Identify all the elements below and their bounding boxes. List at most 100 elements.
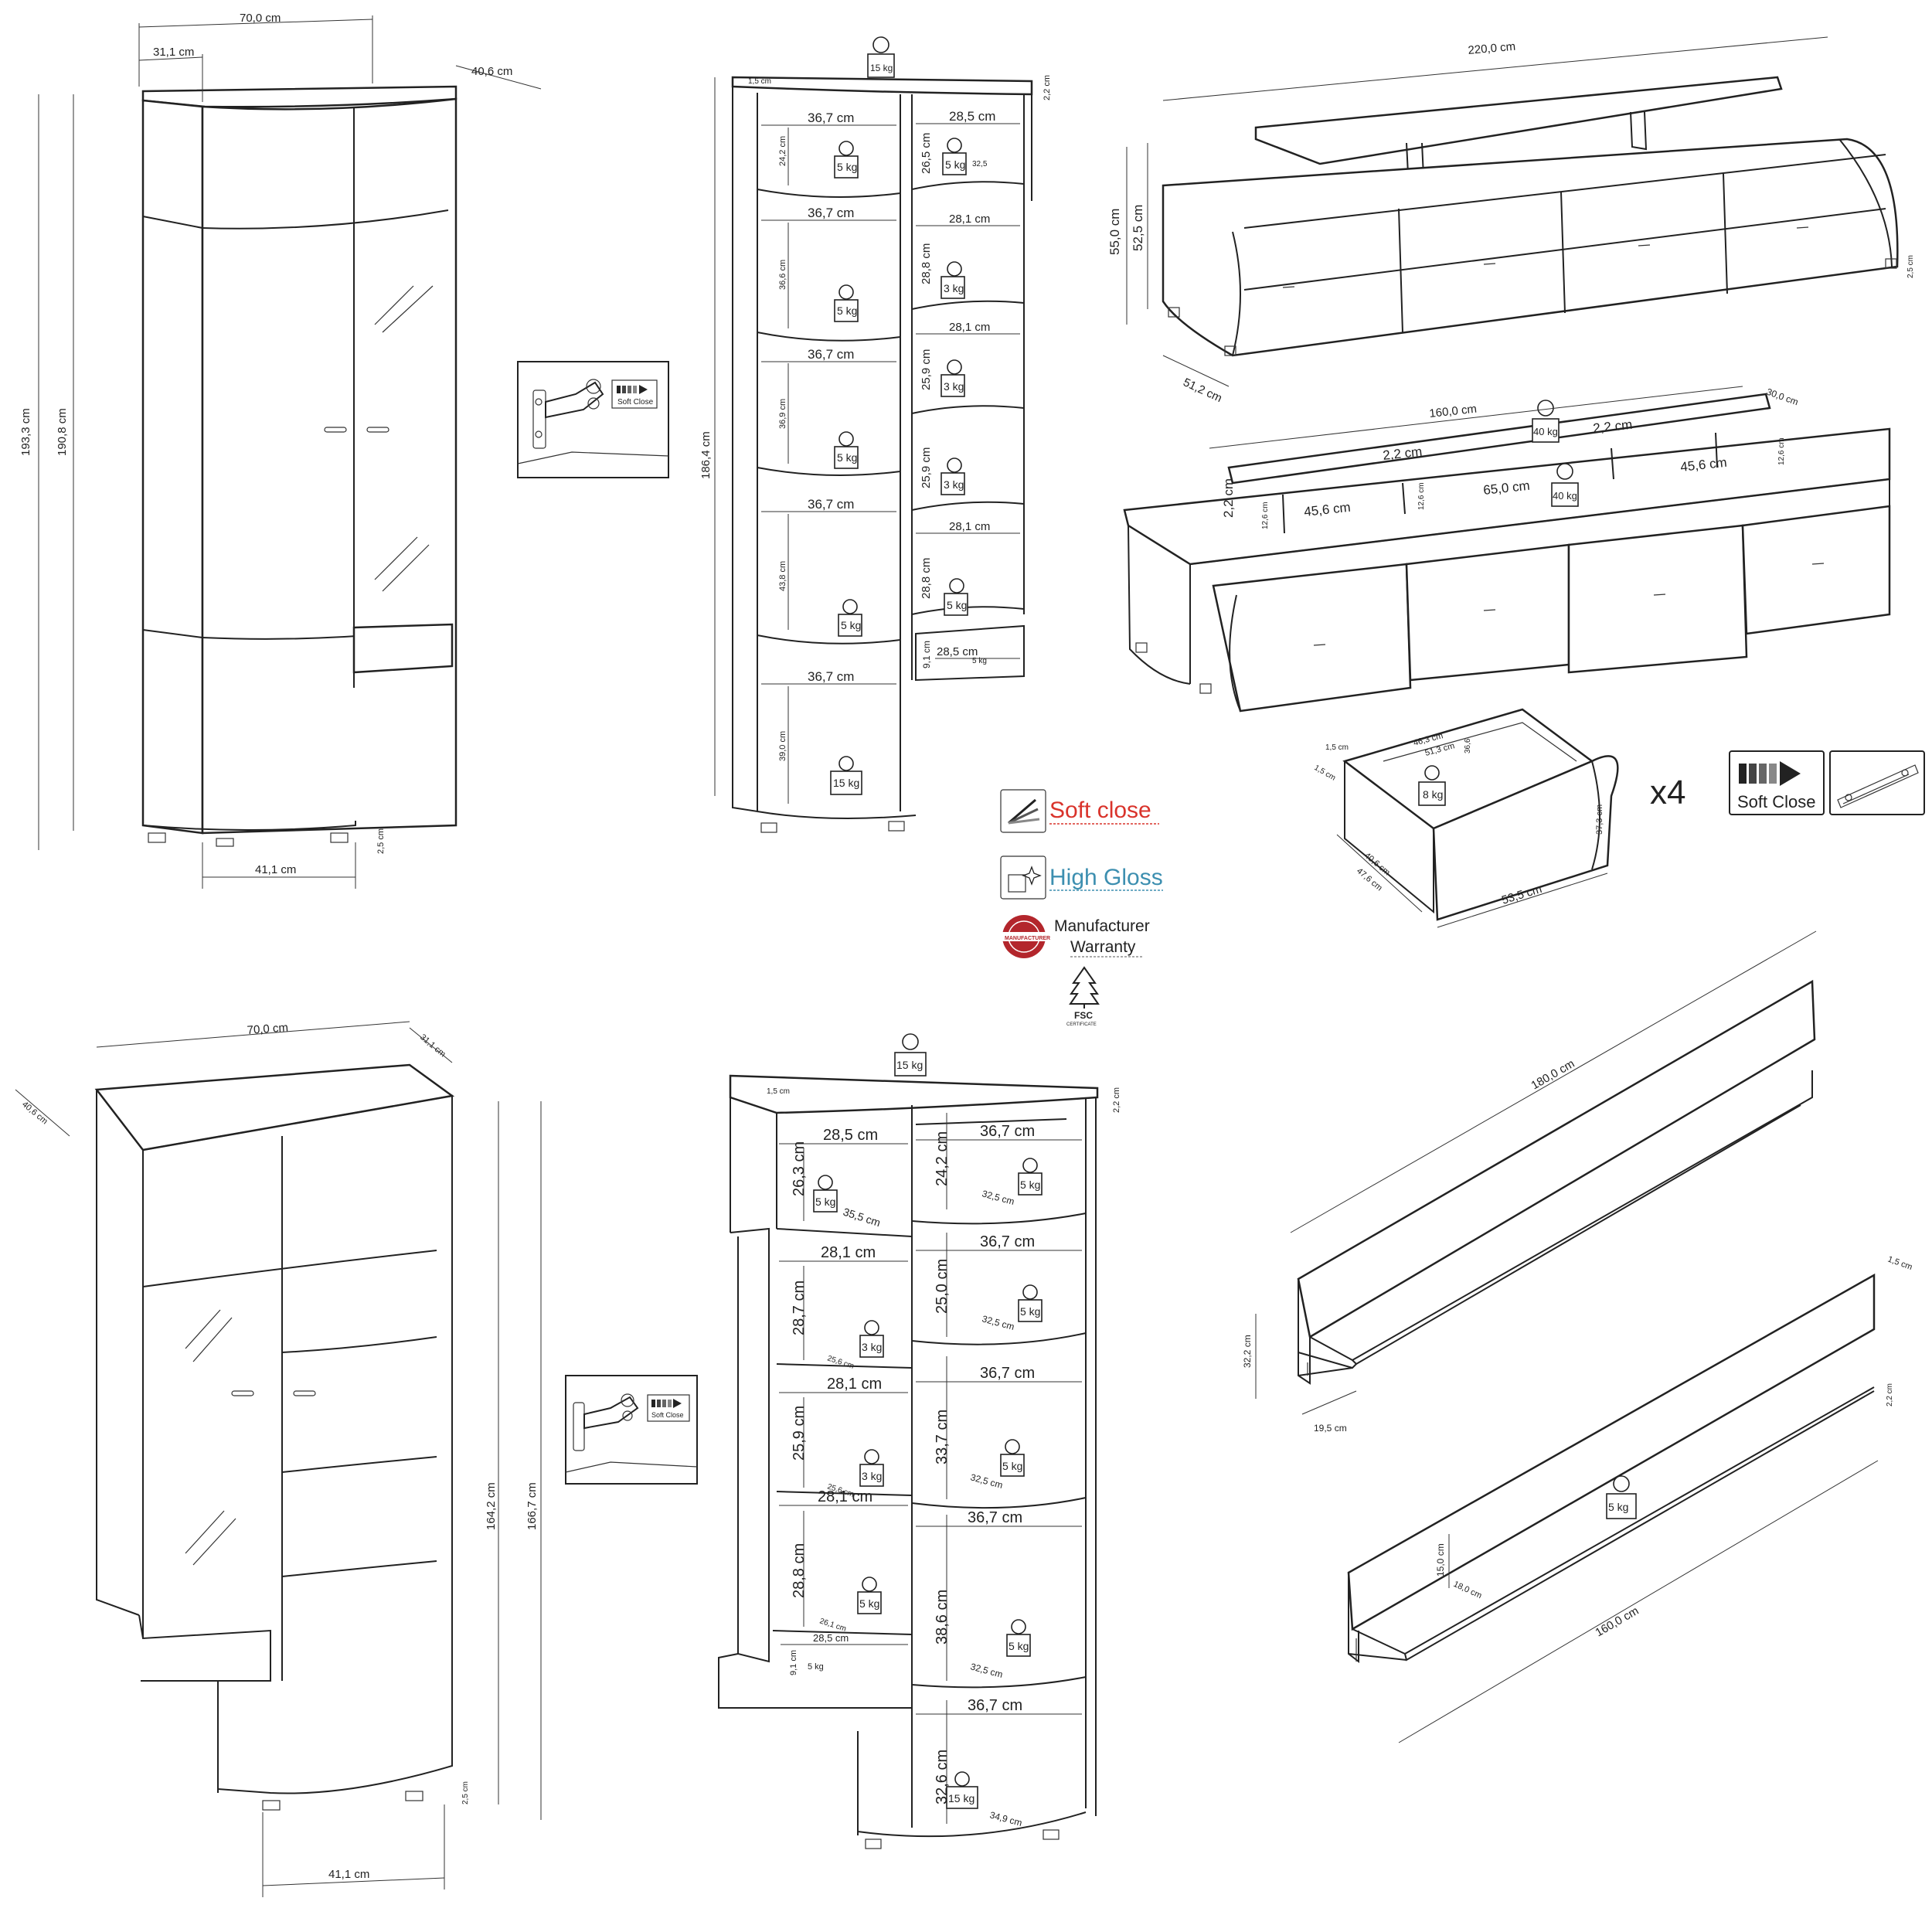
tmc-left-width: 36,7 cm: [808, 669, 854, 684]
blc-depth: 40,6 cm: [20, 1100, 49, 1126]
tmc-left-width: 36,7 cm: [808, 347, 854, 362]
runner-rail-icon: [1837, 764, 1919, 808]
tlc-height-body: 190,8 cm: [56, 408, 69, 456]
tmc-depth-label: 32,5: [972, 160, 988, 168]
bmc-left-depth: 35,5 cm: [842, 1206, 882, 1230]
bmc-right-heights: 24,2 cm 25,0 cm 33,7 cm 38,6 cm 32,6 cm: [934, 1113, 951, 1824]
tmc-left-width: 36,7 cm: [808, 111, 854, 125]
tv-depth: 51,2 cm: [1181, 376, 1224, 405]
tmc-left-height: 36,6 cm: [778, 260, 787, 290]
high-gloss-text: High Gloss: [1049, 865, 1163, 890]
bmc-left-height: 25,9 cm: [791, 1406, 808, 1461]
tv-compart-h1: 12,6 cm: [1261, 502, 1270, 529]
tv-compart-h2: 12,6 cm: [1417, 482, 1426, 510]
tmc-right-width: 28,1 cm: [949, 213, 990, 226]
tv-foot: 2,5 cm: [1906, 255, 1915, 278]
bmc-left-weights: 5 kg 3 kg 3 kg 5 kg 5 kg: [808, 1175, 884, 1672]
feature-badges: Soft close High Gloss MANUFACTURER Manuf…: [1000, 789, 1163, 1027]
bmc-left-heights: 26,3 cm 28,7 cm 25,9 cm 28,8 cm 9,1 cm: [789, 1141, 808, 1675]
sparkle-icon: [1022, 866, 1042, 886]
bmc-left-width: 28,5 cm: [813, 1632, 849, 1644]
tmc-left-width: 36,7 cm: [808, 497, 854, 512]
bmc-left-weight: 5 kg: [815, 1196, 835, 1208]
tmc-right-heights: 26,5 cm 28,8 cm 25,9 cm 25,9 cm 28,8 cm …: [920, 133, 933, 668]
bmc-right-height: 24,2 cm: [934, 1131, 951, 1186]
high-gloss-badge: High Gloss: [1000, 855, 1163, 900]
tmc-right-height: 28,8 cm: [920, 558, 933, 599]
bmc-right-height: 38,6 cm: [934, 1590, 951, 1645]
warranty-line1: Manufacturer: [1054, 917, 1150, 935]
tmc-left-weight: 15 kg: [833, 777, 859, 789]
tmc-height: 186,4 cm: [699, 431, 713, 479]
tmc-right-weight: 3 kg: [944, 282, 964, 294]
bottom-mid-cabinet: 15 kg 1,5 cm 2,2 cm 28,5 cm 28,1 cm 28,1…: [718, 1033, 1121, 1849]
tv-unit-open: 40 kg 40 kg 160,0 cm 30,0 cm 2,2 cm 2,2 …: [1123, 386, 1891, 713]
bmc-left-weight: 5 kg: [859, 1597, 879, 1610]
bmc-left-weight: 3 kg: [862, 1341, 882, 1353]
bmc-right-weights: 5 kg 5 kg 5 kg 5 kg 15 kg: [946, 1158, 1043, 1809]
bmc-right-width: 36,7 cm: [968, 1509, 1022, 1526]
tmc-right-weight: 5 kg: [945, 158, 965, 171]
warranty-badge: MANUFACTURER Manufacturer Warranty: [1002, 915, 1150, 958]
tmc-right-widths: 28,5 cm 28,1 cm 28,1 cm 28,1 cm 28,5 cm: [916, 109, 1020, 659]
shelf-small-height: 15,0 cm: [1435, 1543, 1446, 1577]
bmc-board: 1,5 cm: [767, 1087, 790, 1096]
drawer-weight: 8 kg: [1423, 788, 1443, 801]
tv-compart-h3: 12,6 cm: [1777, 437, 1786, 465]
runner-badge: x4 Soft Close: [1650, 750, 1925, 815]
tmc-right-weight: 3 kg: [944, 478, 964, 491]
tv-width: 220,0 cm: [1468, 40, 1516, 57]
bmc-left-width: 28,1 cm: [821, 1244, 876, 1261]
bmc-right-weight: 5 kg: [1020, 1179, 1040, 1191]
bmc-left-width: 28,1 cm: [818, 1488, 872, 1505]
hinge-top-label: Soft Close: [617, 398, 654, 406]
tmc-left-weight: 5 kg: [837, 451, 857, 464]
shelf-small-weight: 5 kg: [1608, 1501, 1628, 1513]
tv-gap-b: 2,2 cm: [1592, 417, 1633, 436]
bottom-left-cabinet: 70,0 cm 31,1 cm 40,6 cm 164,2 cm 166,7 c…: [15, 1021, 542, 1897]
bmc-left-depth: 25,6 cm: [826, 1354, 855, 1370]
tv-gap-a: 2,2 cm: [1382, 444, 1423, 463]
tv-gap-c: 2,2 cm: [1221, 478, 1236, 518]
tmc-left-height: 43,8 cm: [778, 561, 787, 591]
soft-close-text: Soft close: [1049, 798, 1151, 823]
soft-close-badge: Soft close: [1000, 789, 1159, 833]
bmc-right-weight: 5 kg: [1009, 1640, 1029, 1652]
bmc-left-width: 28,1 cm: [827, 1376, 882, 1393]
tv-height-body: 52,5 cm: [1131, 205, 1145, 251]
blc-width: 70,0 cm: [247, 1021, 288, 1037]
blc-base-width: 41,1 cm: [328, 1868, 369, 1881]
shelf-large-depth: 19,5 cm: [1314, 1423, 1347, 1434]
tlc-depth: 40,6 cm: [471, 65, 512, 78]
tmc-right-width: 28,1 cm: [949, 321, 990, 334]
bmc-left-widths: 28,5 cm 28,1 cm 28,1 cm 28,1 cm 28,5 cm: [779, 1127, 908, 1645]
tmc-board: 1,5 cm: [748, 77, 771, 86]
hinge-bottom-illustration: Soft Close: [565, 1375, 698, 1485]
shelf-large-length: 180,0 cm: [1529, 1057, 1577, 1093]
drawer-side2: 1,5 cm: [1313, 764, 1337, 783]
shelf-small-board: 1,5 cm: [1886, 1255, 1913, 1273]
tmc-left-height: 24,2 cm: [778, 136, 787, 166]
shelf-small-length: 160,0 cm: [1594, 1604, 1641, 1640]
tv-inner-weight: 40 kg: [1553, 490, 1577, 502]
fsc-badge: FSC CERTIFICATE: [1066, 966, 1100, 1027]
tlc-height-total: 193,3 cm: [19, 408, 32, 456]
hinge-bottom-label: Soft Close: [651, 1411, 684, 1419]
bmc-right-width: 36,7 cm: [968, 1697, 1022, 1714]
bmc-right-height: 33,7 cm: [934, 1410, 951, 1464]
tmc-right-height: 26,5 cm: [920, 133, 933, 174]
bmc-right-width: 36,7 cm: [980, 1233, 1035, 1250]
tmc-right-height: 28,8 cm: [920, 243, 933, 284]
warranty-seal-text: MANUFACTURER: [1005, 936, 1050, 941]
tv-shelf-weight: 40 kg: [1533, 426, 1558, 437]
tlc-foot: 2,5 cm: [376, 828, 386, 854]
tv-height-total: 55,0 cm: [1107, 209, 1122, 255]
tlc-width: 70,0 cm: [240, 12, 281, 25]
tmc-left-height: 36,9 cm: [778, 399, 787, 429]
warranty-line2: Warranty: [1070, 938, 1136, 956]
tmc-right-weight: 5 kg: [972, 657, 987, 665]
top-mid-cabinet: 15 kg 186,4 cm 1,5 cm 2,2 cm 36,7 cm 36,…: [699, 36, 1052, 833]
tv-shelf-width: 160,0 cm: [1429, 403, 1478, 420]
tmc-left-widths: 36,7 cm 36,7 cm 36,7 cm 36,7 cm 36,7 cm: [761, 111, 896, 685]
bmc-right-width: 36,7 cm: [980, 1365, 1035, 1382]
